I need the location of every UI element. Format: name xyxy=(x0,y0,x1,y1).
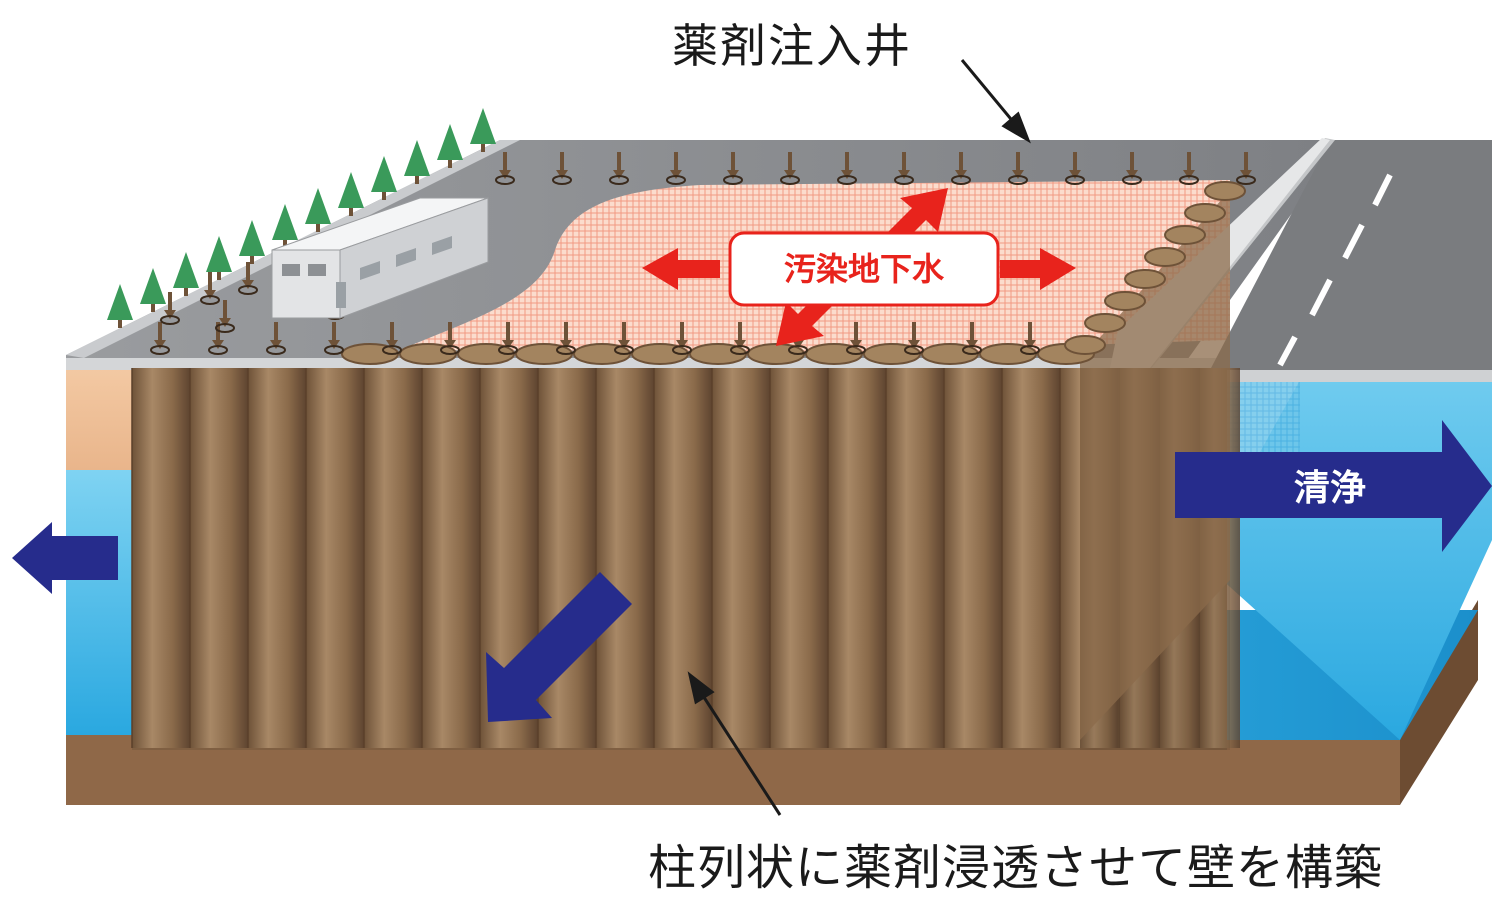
well-marker-icon xyxy=(1065,152,1085,185)
flow-arrows xyxy=(12,420,1492,722)
pile-column xyxy=(538,368,596,748)
injection-wells xyxy=(150,152,1256,355)
well-marker-icon xyxy=(614,322,634,355)
pile-column xyxy=(828,368,886,748)
arrow-right-navy xyxy=(1175,420,1492,552)
well-marker-icon xyxy=(723,152,743,185)
pile-column xyxy=(596,368,654,748)
well-marker-icon xyxy=(904,322,924,355)
well-marker-icon xyxy=(666,152,686,185)
pile-top-ring xyxy=(1084,313,1126,333)
left-soil-block xyxy=(66,368,132,470)
well-marker-icon xyxy=(846,322,866,355)
well-marker-icon xyxy=(1020,322,1040,355)
pile-column xyxy=(886,368,944,748)
arrow-left-navy xyxy=(12,522,118,594)
well-marker-icon xyxy=(495,152,515,185)
wall-leader-head xyxy=(687,671,715,705)
tree-icon xyxy=(239,220,265,264)
trees xyxy=(107,108,496,328)
bottom-soil-side xyxy=(1400,600,1478,805)
tree-icon xyxy=(173,252,199,296)
tree-icon xyxy=(404,140,430,184)
pile-column xyxy=(944,368,1002,748)
well-marker-icon xyxy=(324,322,344,355)
wall-leader xyxy=(696,687,782,816)
well-marker-icon xyxy=(730,322,750,355)
pile-top-ring xyxy=(1124,269,1166,289)
road-edge xyxy=(1210,370,1492,382)
well-marker-icon xyxy=(556,322,576,355)
well-marker-icon xyxy=(552,152,572,185)
well-marker-icon xyxy=(1122,152,1142,185)
well-marker-icon xyxy=(238,262,258,295)
leader-lines xyxy=(687,59,1031,816)
pile-top-ring xyxy=(1184,203,1226,223)
pile-column xyxy=(422,368,480,748)
clean-label: 清浄 xyxy=(1294,468,1366,509)
pile-column xyxy=(712,368,770,748)
well-marker-icon xyxy=(382,322,402,355)
well-marker-icon xyxy=(962,322,982,355)
arrow-right-red xyxy=(1000,248,1076,290)
arrow-diagonal-navy xyxy=(486,572,632,722)
pile-column xyxy=(770,368,828,748)
road-center-line xyxy=(1277,173,1393,367)
left-water-block xyxy=(66,470,132,735)
well-marker-icon xyxy=(215,300,235,333)
tree-icon xyxy=(470,108,496,152)
well-marker-icon xyxy=(672,322,692,355)
pile-column xyxy=(1002,368,1060,748)
pile-top-ring xyxy=(1204,181,1246,201)
well-marker-icon xyxy=(951,152,971,185)
pile-column xyxy=(190,368,248,748)
tree-icon xyxy=(371,156,397,200)
well-marker-icon xyxy=(160,292,180,325)
well-marker-icon xyxy=(150,322,170,355)
injection-well-leader xyxy=(960,59,1022,131)
pile-side-rings xyxy=(1064,181,1246,355)
right-water-side xyxy=(1200,300,1492,740)
tree-icon xyxy=(206,236,232,280)
pile-top-ring xyxy=(1144,247,1186,267)
contaminated-groundwater-box xyxy=(728,231,1000,307)
well-marker-icon xyxy=(780,152,800,185)
tree-icon xyxy=(305,188,331,232)
building-icon xyxy=(271,197,489,319)
well-marker-icon xyxy=(609,152,629,185)
tree-icon xyxy=(272,204,298,248)
well-marker-icon xyxy=(200,272,220,305)
well-marker-icon xyxy=(1179,152,1199,185)
arrow-left-red xyxy=(642,248,720,290)
tree-icon xyxy=(338,172,364,216)
well-marker-icon xyxy=(1236,152,1256,185)
injection-well-leader-head xyxy=(1001,111,1031,144)
pile-column xyxy=(364,368,422,748)
pile-columns xyxy=(131,368,1240,748)
wall-caption-label: 柱列状に薬剤浸透させて壁を構築 xyxy=(648,840,1384,896)
pile-column xyxy=(306,368,364,748)
pile-top-ring xyxy=(1104,291,1146,311)
pile-column xyxy=(132,368,190,748)
well-marker-icon xyxy=(440,322,460,355)
tree-icon xyxy=(140,268,166,312)
well-marker-icon xyxy=(894,152,914,185)
well-marker-icon xyxy=(498,322,518,355)
tree-icon xyxy=(437,124,463,168)
injection-well-label: 薬剤注入井 xyxy=(672,19,912,73)
pile-column xyxy=(248,368,306,748)
well-marker-icon xyxy=(837,152,857,185)
well-marker-icon xyxy=(266,322,286,355)
pile-top-ring xyxy=(1064,335,1106,355)
contaminated-groundwater-label: 汚染地下水 xyxy=(784,250,945,288)
well-marker-icon xyxy=(1008,152,1028,185)
pile-top-ring xyxy=(1164,225,1206,245)
road xyxy=(1210,140,1492,370)
tree-icon xyxy=(107,284,133,328)
